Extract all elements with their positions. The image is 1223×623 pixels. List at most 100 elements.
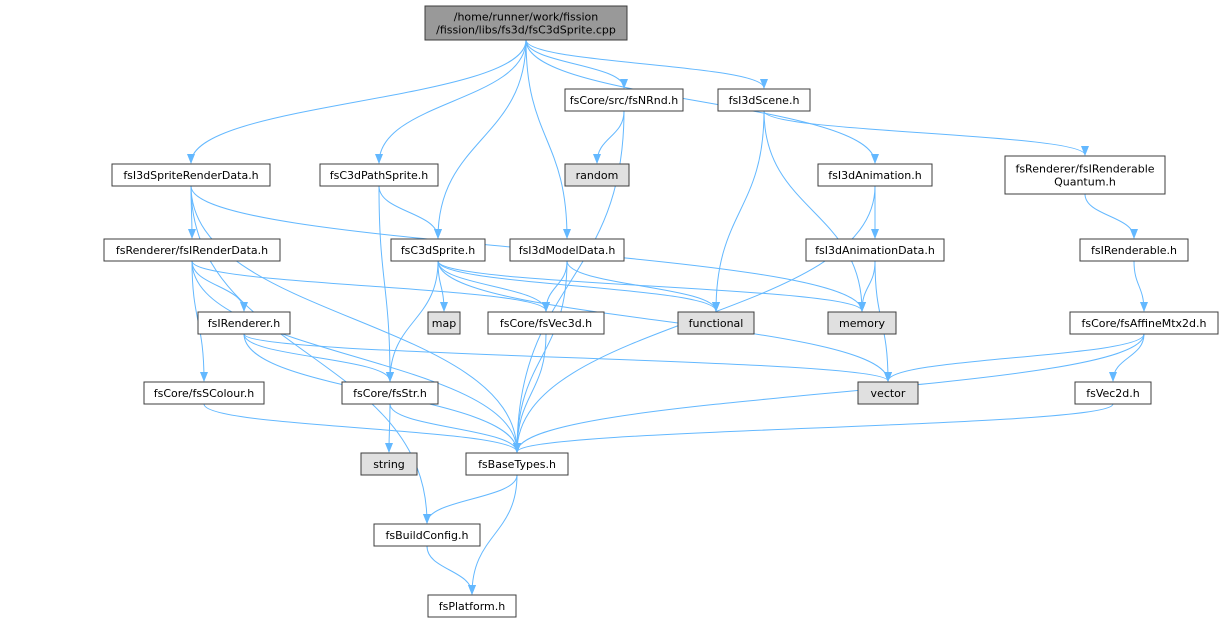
node-random: random <box>564 163 630 187</box>
node-label: fsI3dAnimationData.h <box>815 244 935 257</box>
edge-modelData-to-functional <box>566 260 720 312</box>
node-fsc3dpathsprite-h[interactable]: fsC3dPathSprite.h <box>319 163 439 187</box>
edge-affine-to-vec2d <box>1109 333 1145 382</box>
node-fsirenderable-h[interactable]: fsIRenderable.h <box>1079 238 1189 262</box>
node-label: fsCore/src/fsNRnd.h <box>570 94 678 107</box>
node-label: fsCore/fsSColour.h <box>154 387 255 400</box>
node-fscore-fsstr-h[interactable]: fsCore/fsStr.h <box>341 381 439 405</box>
edge-root-to-modelData <box>525 39 571 239</box>
node-box <box>341 381 439 405</box>
edge-pathSprite-to-str <box>378 185 394 382</box>
node-label: fsC3dSprite.h <box>401 244 475 257</box>
node-home-runner-work-fission-fission-libs-fs3d-fsc3dsprite-cpp[interactable]: /home/runner/work/fission/fission/libs/f… <box>424 5 628 41</box>
node-box <box>1004 155 1166 195</box>
node-label: fsIRenderer.h <box>208 317 281 330</box>
node-label: vector <box>871 387 906 400</box>
node-label: fsIRenderable.h <box>1091 244 1177 257</box>
edge-nrnd-to-random <box>593 110 625 164</box>
node-fsrenderer-fsirenderdata-h[interactable]: fsRenderer/fsIRenderData.h <box>103 238 281 262</box>
edge-c3dSprite-to-str <box>386 260 439 382</box>
node-label: fsBuildConfig.h <box>386 529 469 542</box>
node-fsi3danimationdata-h[interactable]: fsI3dAnimationData.h <box>805 238 945 262</box>
node-box <box>103 238 281 262</box>
node-fsirenderer-h[interactable]: fsIRenderer.h <box>197 311 291 335</box>
node-label: fsI3dScene.h <box>729 94 800 107</box>
edge-c3dSprite-to-vector <box>437 260 892 382</box>
edge-buildConfig-to-platform <box>426 545 476 595</box>
node-memory: memory <box>827 311 897 335</box>
node-fscore-fsaffinemtx2d-h[interactable]: fsCore/fsAffineMtx2d.h <box>1069 311 1219 335</box>
node-box <box>390 238 486 262</box>
node-box <box>805 238 945 262</box>
node-fscore-src-fsnrnd-h[interactable]: fsCore/src/fsNRnd.h <box>564 88 684 112</box>
node-box <box>427 311 461 335</box>
node-box <box>717 88 811 112</box>
node-box <box>509 238 625 262</box>
node-string: string <box>360 452 418 476</box>
edge-vec3d-to-baseTypes <box>513 333 547 453</box>
node-fsplatform-h[interactable]: fsPlatform.h <box>427 594 517 618</box>
node-fsi3dmodeldata-h[interactable]: fsI3dModelData.h <box>509 238 625 262</box>
node-fsc3dsprite-h[interactable]: fsC3dSprite.h <box>390 238 486 262</box>
node-box <box>487 311 605 335</box>
edges-layer <box>187 39 1148 595</box>
edge-renderData-to-baseTypes <box>191 260 521 453</box>
node-box <box>564 163 630 187</box>
node-fsvec2d-h[interactable]: fsVec2d.h <box>1074 381 1152 405</box>
node-map: map <box>427 311 461 335</box>
node-label: map <box>432 317 456 330</box>
node-label: random <box>576 169 619 182</box>
node-label: fsCore/fsStr.h <box>353 387 427 400</box>
node-label: /fission/libs/fs3d/fsC3dSprite.cpp <box>436 24 616 37</box>
edge-animationData-to-memory <box>858 260 876 312</box>
node-label: fsCore/fsAffineMtx2d.h <box>1081 317 1206 330</box>
edge-renderData-to-renderer <box>191 260 248 312</box>
edge-scene-to-renderableQuantum <box>763 110 1089 156</box>
node-fsi3danimation-h[interactable]: fsI3dAnimation.h <box>817 163 933 187</box>
edge-renderer-to-vector <box>243 333 892 382</box>
node-box <box>827 311 897 335</box>
edge-root-to-spriteRenderData <box>187 39 527 164</box>
edge-root-to-pathSprite <box>375 39 527 164</box>
edge-renderableQuantum-to-renderable <box>1084 193 1138 239</box>
edge-c3dSprite-to-functional <box>437 260 720 312</box>
edge-baseTypes-to-platform <box>468 474 518 595</box>
node-fsbasetypes-h[interactable]: fsBaseTypes.h <box>465 452 569 476</box>
edge-spriteRenderData-to-baseTypes <box>190 185 521 453</box>
edge-affine-to-baseTypes <box>513 333 1145 453</box>
edge-pathSprite-to-c3dSprite <box>378 185 442 239</box>
node-label: fsCore/fsVec3d.h <box>500 317 592 330</box>
edge-affine-to-vector <box>884 333 1145 382</box>
node-fscore-fsscolour-h[interactable]: fsCore/fsSColour.h <box>143 381 265 405</box>
node-label: fsC3dPathSprite.h <box>330 169 429 182</box>
node-box <box>319 163 439 187</box>
node-box <box>857 381 919 405</box>
node-fsi3dscene-h[interactable]: fsI3dScene.h <box>717 88 811 112</box>
node-box <box>360 452 418 476</box>
node-label: fsI3dSpriteRenderData.h <box>123 169 258 182</box>
node-box <box>143 381 265 405</box>
node-box <box>424 5 628 41</box>
node-box <box>564 88 684 112</box>
node-box <box>111 163 271 187</box>
node-fsbuildconfig-h[interactable]: fsBuildConfig.h <box>373 523 481 547</box>
edge-root-to-animation <box>525 39 879 164</box>
node-box <box>1074 381 1152 405</box>
node-label: Quantum.h <box>1054 176 1116 189</box>
node-fscore-fsvec3d-h[interactable]: fsCore/fsVec3d.h <box>487 311 605 335</box>
edge-scolour-to-baseTypes <box>203 403 521 453</box>
node-label: fsBaseTypes.h <box>478 458 556 471</box>
node-box <box>1069 311 1219 335</box>
node-box <box>427 594 517 618</box>
node-box <box>197 311 291 335</box>
node-label: fsRenderer/fsIRenderable <box>1015 163 1154 176</box>
node-box <box>465 452 569 476</box>
edge-str-to-baseTypes <box>389 403 521 453</box>
edge-root-to-c3dSprite <box>434 39 527 239</box>
node-label: functional <box>689 317 744 330</box>
node-fsi3dspriterenderdata-h[interactable]: fsI3dSpriteRenderData.h <box>111 163 271 187</box>
node-label: fsVec2d.h <box>1086 387 1140 400</box>
node-functional: functional <box>677 311 755 335</box>
